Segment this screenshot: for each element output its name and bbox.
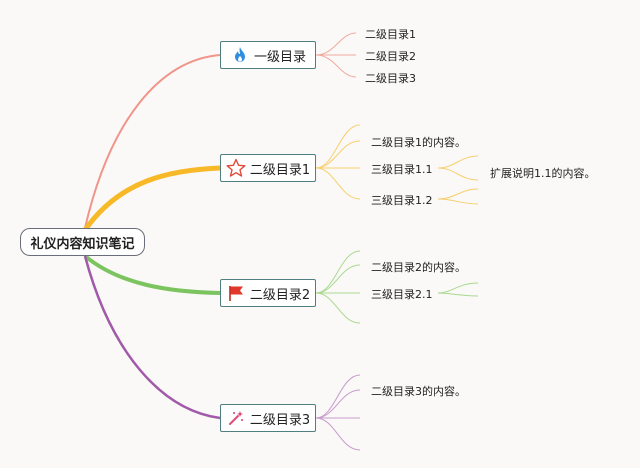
leaf-text[interactable]: 二级目录1的内容。 [371, 136, 466, 149]
topic-node-4[interactable]: 二级目录3 [220, 404, 316, 432]
leaf-text[interactable]: 二级目录2的内容。 [371, 261, 466, 274]
leaf-lines-branch-3 [315, 250, 479, 324]
star-icon [226, 158, 246, 178]
fire-icon [230, 45, 250, 65]
leaf-text[interactable]: 三级目录1.2 [371, 194, 433, 207]
branch-line-4 [83, 255, 221, 420]
topic-label-1: 一级目录 [253, 49, 306, 65]
leaf-lines-branch-1 [315, 32, 357, 78]
topic-node-1[interactable]: 一级目录 [220, 41, 316, 69]
flag-icon [226, 283, 246, 303]
leaf-text[interactable]: 二级目录3的内容。 [371, 385, 466, 398]
leaf-text-extended[interactable]: 扩展说明1.1的内容。 [490, 167, 596, 180]
topic-label-2: 二级目录1 [249, 162, 311, 178]
branch-line-3 [83, 254, 221, 295]
leaf-text[interactable]: 二级目录3 [365, 72, 416, 85]
leaf-text[interactable]: 二级目录1 [365, 28, 416, 41]
topic-node-2[interactable]: 二级目录1 [220, 154, 316, 182]
branch-line-2 [82, 165, 221, 232]
topic-node-3[interactable]: 二级目录2 [220, 279, 316, 307]
leaf-lines-branch-2 [315, 124, 479, 205]
root-node[interactable]: 礼仪内容知识笔记 [20, 228, 145, 256]
leaf-text[interactable]: 二级目录2 [365, 50, 416, 63]
leaf-text[interactable]: 三级目录2.1 [371, 288, 433, 301]
branch-line-1 [84, 54, 221, 229]
topic-label-4: 二级目录3 [249, 412, 311, 428]
leaf-lines-branch-4 [315, 374, 361, 451]
root-label: 礼仪内容知识笔记 [30, 236, 135, 252]
magic-wand-icon [226, 408, 246, 428]
topic-label-3: 二级目录2 [249, 287, 311, 303]
leaf-text[interactable]: 三级目录1.1 [371, 163, 433, 176]
